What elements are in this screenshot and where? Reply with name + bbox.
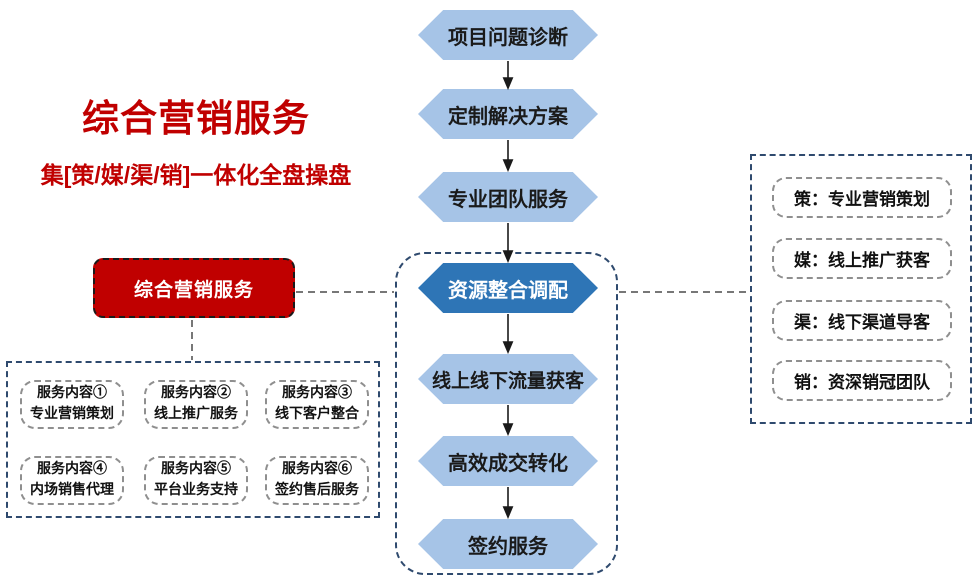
pillars-container: 策：专业营销策划 媒：线上推广获客 渠：线下渠道导客 销：资深销冠团队 [750,154,972,424]
pillar-label: 策：专业营销策划 [794,190,930,209]
red-node-label: 综合营销服务 [133,279,254,301]
flow-step-project-diagnosis: 项目问题诊断 [418,10,598,60]
flow-step-resource-integration: 资源整合调配 [418,263,598,313]
flow-step-label: 高效成交转化 [448,452,568,475]
page-title: 综合营销服务 [82,98,310,139]
flow-step-signing-service: 签约服务 [418,519,598,569]
service-item-title: 服务内容② [161,386,231,402]
flow-arrowhead-2 [502,159,514,173]
service-item-4: 服务内容④ 内场销售代理 [20,456,124,505]
service-item-desc: 线上推广服务 [154,406,238,422]
service-item-6: 服务内容⑥ 签约售后服务 [265,456,369,505]
service-item-desc: 平台业务支持 [154,482,238,498]
flow-step-professional-team: 专业团队服务 [418,172,598,222]
flow-step-label: 资源整合调配 [448,279,568,302]
pillar-media: 媒：线上推广获客 [772,238,952,279]
flow-step-label: 专业团队服务 [448,188,568,211]
service-contents-container: 服务内容① 专业营销策划 服务内容② 线上推广服务 服务内容③ 线下客户整合 服… [6,361,380,518]
pillar-label: 销：资深销冠团队 [794,373,930,392]
pillar-label: 渠：线下渠道导客 [794,313,930,332]
flow-arrowhead-1 [502,77,514,91]
pillar-strategy: 策：专业营销策划 [772,177,952,218]
pillar-sales: 销：资深销冠团队 [772,360,952,401]
service-item-desc: 线下客户整合 [275,406,359,422]
flow-step-label: 定制解决方案 [448,105,568,128]
service-item-desc: 内场销售代理 [30,482,114,498]
flow-step-custom-solution: 定制解决方案 [418,89,598,139]
flow-step-deal-conversion: 高效成交转化 [418,436,598,486]
flow-step-label: 签约服务 [468,535,548,558]
service-item-desc: 签约售后服务 [275,482,359,498]
service-item-title: 服务内容④ [37,462,107,478]
flow-step-label: 线上线下流量获客 [431,370,584,392]
pillar-channel: 渠：线下渠道导客 [772,300,952,341]
node-comprehensive-marketing-service: 综合营销服务 [93,258,295,318]
service-item-5: 服务内容⑤ 平台业务支持 [144,456,248,505]
service-item-title: 服务内容⑥ [282,462,352,478]
service-item-1: 服务内容① 专业营销策划 [20,380,124,429]
service-item-2: 服务内容② 线上推广服务 [144,380,248,429]
service-item-title: 服务内容① [37,386,107,402]
service-item-title: 服务内容③ [282,386,352,402]
headline-block: 综合营销服务 集[策/媒/渠/销]一体化全盘操盘 [15,96,377,190]
flow-step-label: 项目问题诊断 [448,26,568,49]
flow-step-traffic-acquisition: 线上线下流量获客 [418,354,598,404]
service-item-title: 服务内容⑤ [161,462,231,478]
pillar-label: 媒：线上推广获客 [794,251,930,270]
service-item-desc: 专业营销策划 [30,406,114,422]
service-item-3: 服务内容③ 线下客户整合 [265,380,369,429]
page-subtitle: 集[策/媒/渠/销]一体化全盘操盘 [40,162,352,189]
